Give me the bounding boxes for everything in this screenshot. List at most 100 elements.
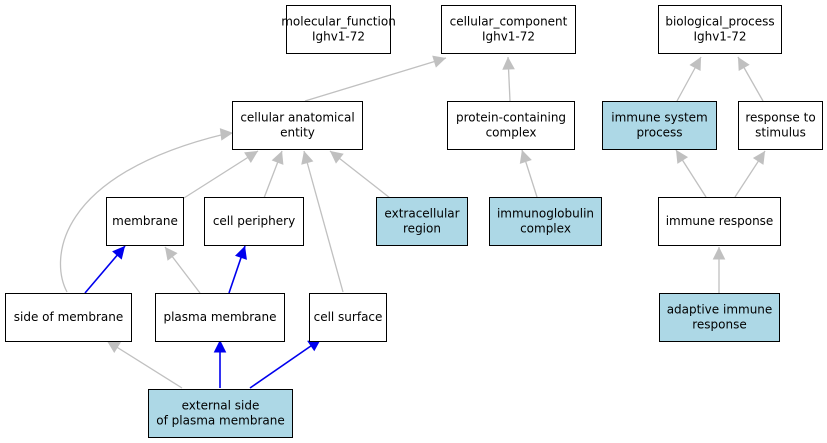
node-label-line: plasma membrane — [163, 310, 276, 324]
node-label-line: protein-containing — [456, 111, 566, 125]
edge-arrowhead — [689, 56, 702, 71]
node-label-line: complex — [520, 222, 571, 236]
edge-protein-containing-complex-to-cellular-component — [502, 56, 515, 102]
edge-arrowhead — [737, 56, 750, 71]
node-label-line: cell periphery — [213, 214, 295, 228]
edge-external-side-of-plasma-membrane-to-side-of-membrane — [106, 340, 183, 389]
edge-membrane-to-cellular-anatomical-entity — [183, 150, 259, 199]
edge-side-of-membrane-to-membrane — [84, 245, 126, 294]
node-box — [658, 5, 782, 54]
node-label-line: biological_process — [665, 15, 774, 29]
edge-extracellular-region-to-cellular-anatomical-entity — [329, 150, 391, 199]
edge-arrowhead — [752, 150, 766, 165]
node-box — [659, 293, 780, 342]
edge-arrowhead — [502, 56, 515, 70]
edge-arrowhead — [244, 150, 259, 164]
edge-line — [183, 150, 259, 199]
node-box — [204, 197, 304, 246]
node-cell-periphery[interactable]: cell periphery — [204, 197, 304, 246]
edge-arrowhead — [432, 55, 447, 68]
edge-arrowhead — [301, 150, 314, 165]
node-label-line: side of membrane — [14, 310, 123, 324]
node-box — [738, 101, 823, 150]
node-label-line: response to — [745, 111, 815, 125]
edge-arrowhead — [213, 339, 227, 353]
edge-arrowhead — [164, 246, 178, 261]
node-label-line: response — [692, 318, 747, 332]
node-side-of-membrane[interactable]: side of membrane — [5, 293, 132, 342]
node-box — [376, 197, 468, 246]
edge-line — [106, 340, 183, 389]
node-label-line: region — [403, 222, 441, 236]
edge-line — [249, 338, 322, 389]
edge-immunoglobulin-complex-to-protein-containing-complex — [519, 149, 538, 198]
node-label-line: of plasma membrane — [156, 414, 284, 428]
node-plasma-membrane[interactable]: plasma membrane — [155, 293, 285, 342]
edge-plasma-membrane-to-cell-periphery — [228, 245, 247, 294]
edge-cell-surface-to-cellular-anatomical-entity — [301, 150, 344, 293]
edge-side-of-membrane-to-cellular-anatomical-entity — [59, 128, 234, 293]
node-box — [5, 293, 132, 342]
edge-line — [329, 150, 391, 199]
edge-arrowhead — [519, 149, 532, 164]
edge-cellular-anatomical-entity-to-cellular-component — [304, 55, 447, 102]
node-box — [441, 5, 576, 54]
node-box — [489, 197, 602, 246]
edge-adaptive-immune-response-to-immune-response — [712, 246, 726, 293]
node-membrane[interactable]: membrane — [106, 197, 184, 246]
node-label-line: immune response — [666, 214, 774, 228]
node-label-line: stimulus — [755, 126, 806, 140]
edge-plasma-membrane-to-membrane — [164, 246, 201, 294]
node-box — [106, 197, 184, 246]
edge-immune-response-to-immune-system-process — [675, 149, 707, 198]
node-label-line: immune system — [611, 111, 708, 125]
node-label-line: adaptive immune — [667, 303, 773, 317]
node-label-line: extracellular — [384, 207, 459, 221]
edge-cell-periphery-to-cellular-anatomical-entity — [263, 150, 284, 199]
node-label-line: cellular_component — [450, 15, 568, 29]
node-label-line: membrane — [112, 214, 178, 228]
node-immune-response[interactable]: immune response — [658, 197, 781, 246]
edge-line — [304, 57, 447, 102]
edge-response-to-stimulus-to-biological-process — [737, 56, 764, 102]
node-box — [148, 389, 293, 438]
node-label-line: entity — [280, 126, 315, 140]
node-label-line: external side — [182, 399, 260, 413]
edges-layer — [59, 55, 766, 389]
edge-external-side-of-plasma-membrane-to-plasma-membrane — [213, 339, 227, 388]
edge-arrowhead — [112, 245, 126, 260]
edge-line — [59, 133, 226, 293]
node-label-line: cell surface — [314, 310, 383, 324]
edge-line — [303, 150, 344, 293]
node-label-line: cellular anatomical — [240, 111, 354, 125]
node-box — [447, 101, 575, 150]
edge-immune-system-process-to-biological-process — [676, 56, 702, 102]
node-box — [602, 101, 717, 150]
node-cell-surface[interactable]: cell surface — [309, 293, 387, 342]
node-label-line: Ighv1-72 — [312, 30, 365, 44]
edge-arrowhead — [271, 150, 284, 165]
node-box — [155, 293, 285, 342]
node-label-line: process — [636, 126, 682, 140]
node-label-line: immunoglobulin — [497, 207, 594, 221]
edge-arrowhead — [675, 149, 689, 164]
edge-arrowhead — [712, 246, 726, 260]
node-box — [286, 5, 391, 54]
node-box — [658, 197, 781, 246]
edge-immune-response-to-response-to-stimulus — [734, 150, 766, 198]
node-label-line: molecular_function — [281, 15, 396, 29]
node-label-line: complex — [486, 126, 537, 140]
